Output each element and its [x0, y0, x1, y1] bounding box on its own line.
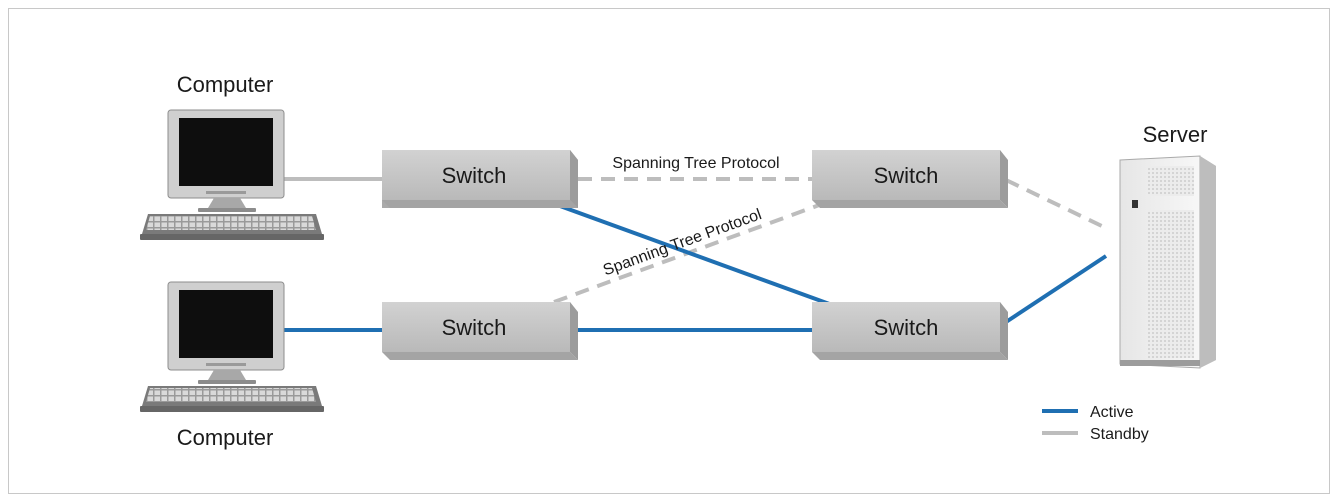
switch-top-left: Switch [382, 150, 578, 208]
server-icon [1119, 155, 1216, 369]
stp-diagonal-label: Spanning Tree Protocol [601, 206, 764, 279]
computer-bottom-label: Computer [177, 425, 274, 450]
link-switch-tr-server-standby [1005, 178, 1107, 230]
stp-horizontal-label: Spanning Tree Protocol [612, 155, 779, 172]
switch-label: Switch [874, 163, 939, 188]
switch-bottom-left: Switch [382, 302, 578, 360]
computer-top-label: Computer [177, 72, 274, 97]
computer-bottom-icon [140, 281, 324, 412]
link-switch-br-server-active [1004, 254, 1108, 324]
legend-active-label: Active [1090, 404, 1134, 421]
switch-label: Switch [442, 163, 507, 188]
switch-top-right: Switch [812, 150, 1008, 208]
connections [283, 177, 1108, 332]
link-switch-tl-br-active [559, 204, 836, 308]
switch-bottom-right: Switch [812, 302, 1008, 360]
legend-standby-label: Standby [1090, 426, 1149, 443]
legend: Active Standby [1042, 404, 1149, 443]
server-label: Server [1143, 122, 1208, 147]
computer-top-icon [140, 109, 324, 240]
switch-label: Switch [874, 315, 939, 340]
diagram-frame [8, 8, 1330, 494]
switch-label: Switch [442, 315, 507, 340]
